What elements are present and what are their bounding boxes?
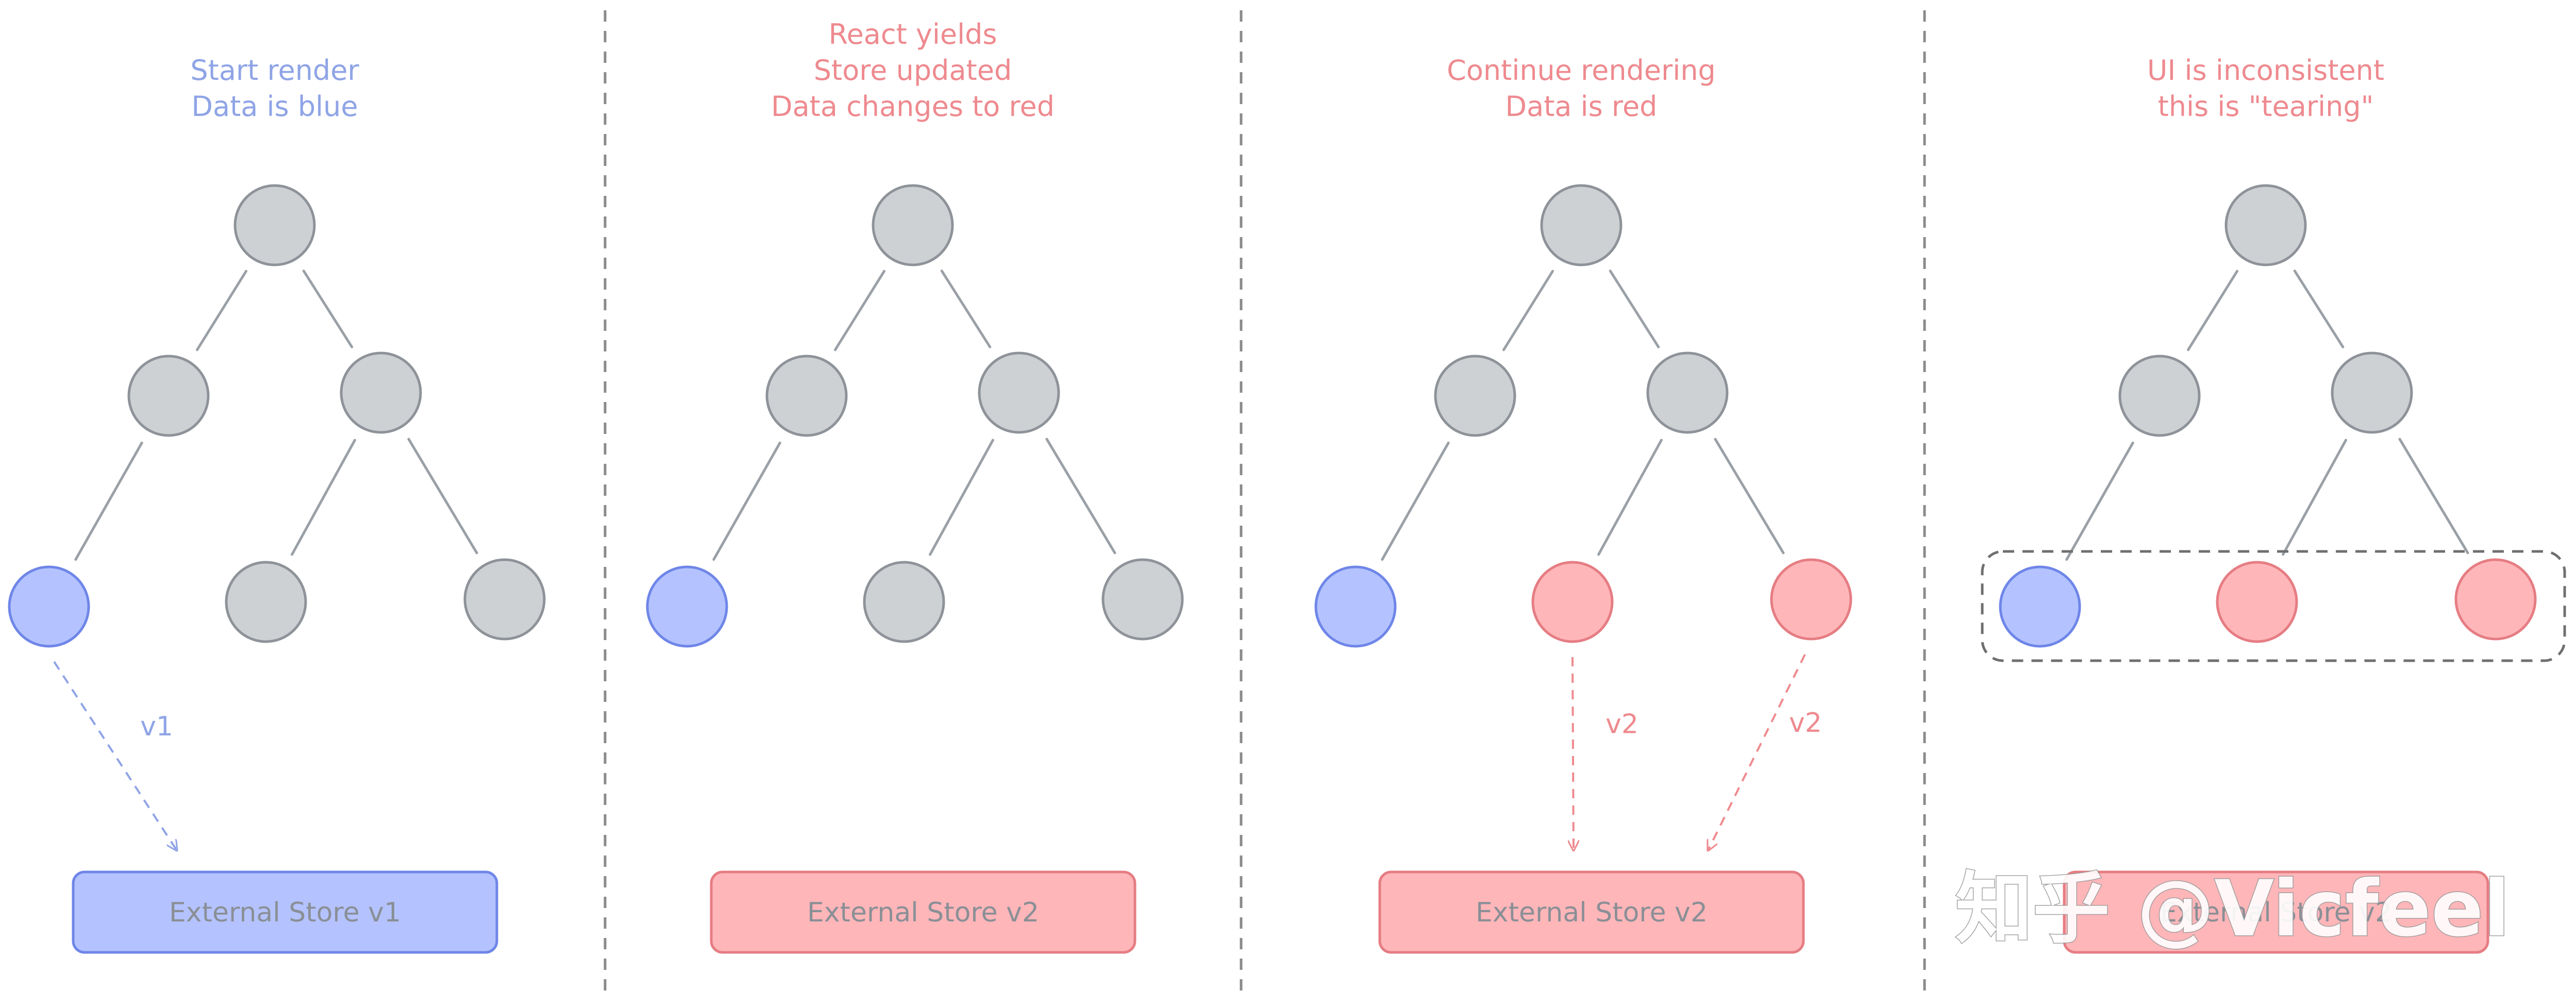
external-store-box	[710, 870, 1136, 954]
tree-edge	[2186, 270, 2239, 351]
panel-caption-line: Data changes to red	[771, 90, 1055, 123]
tree-node-leaf-gray	[225, 561, 307, 643]
external-store-box	[1378, 870, 1805, 954]
panel-caption-line: Data is blue	[191, 90, 358, 123]
external-store-label: External Store v2	[807, 897, 1039, 928]
tree-node-middle	[2331, 351, 2413, 434]
tree-node-middle	[1434, 355, 1516, 437]
tree-node-root	[872, 184, 954, 266]
panel-dividers	[604, 10, 1926, 1000]
tree-node-leaf-gray	[463, 558, 546, 641]
panel-caption-line: Start render	[190, 54, 359, 87]
tree-edge	[940, 270, 992, 348]
tree-edge	[929, 439, 994, 556]
external-store-box	[2063, 870, 2489, 954]
tree-node-leaf-gray	[1101, 558, 1184, 641]
store-read-arrow	[1708, 654, 1806, 850]
tree-node-leaf-gray	[863, 561, 945, 643]
tree-edge	[74, 441, 143, 561]
inconsistent-group-box	[1981, 550, 2566, 662]
panel-caption-line: Data is red	[1506, 90, 1658, 123]
external-store-label: External Store v2	[2160, 897, 2392, 928]
panel-caption-line: Store updated	[814, 54, 1012, 87]
arrow-version-label: v2	[1605, 709, 1638, 740]
panel-caption-line: this is "tearing"	[2158, 90, 2374, 123]
tree-edge	[407, 438, 478, 555]
tree-edge	[1597, 439, 1663, 556]
tree-node-leaf-red	[2216, 561, 2298, 643]
tree-edge	[1381, 441, 1450, 561]
tree-node-leaf-blue	[1314, 565, 1397, 648]
tree-node-root	[1540, 184, 1622, 266]
tree-node-root	[233, 184, 316, 266]
store-read-arrow	[1573, 657, 1574, 850]
tree-node-middle	[765, 355, 848, 437]
panel-caption-line: UI is inconsistent	[2147, 54, 2384, 87]
panel-caption-line: React yields	[828, 18, 997, 51]
tree-node-root	[2224, 184, 2307, 266]
tree-node-leaf-red	[1531, 561, 1614, 643]
tree-edge	[833, 270, 886, 351]
tree-node-middle	[2118, 355, 2201, 437]
tree-edge	[291, 439, 356, 556]
tree-node-leaf-blue	[1999, 565, 2081, 648]
arrow-version-label: v2	[1789, 708, 1822, 739]
tree-edge	[2282, 439, 2347, 556]
external-store-label: External Store v2	[1476, 897, 1708, 928]
tree-edge	[302, 270, 354, 348]
tree-node-leaf-red	[2454, 558, 2537, 641]
tree-node-leaf-blue	[646, 565, 728, 648]
tree-edge	[712, 441, 781, 561]
tree-edge	[2293, 270, 2345, 348]
tree-edge	[195, 270, 248, 351]
store-read-arrow	[53, 661, 177, 850]
external-store-label: External Store v1	[169, 897, 401, 928]
tree-node-leaf-red	[1770, 558, 1852, 641]
tree-node-middle	[127, 355, 210, 437]
tree-edge	[2065, 441, 2134, 561]
tree-edge	[1714, 438, 1785, 555]
tree-node-middle	[1646, 351, 1729, 434]
watermark-text: 知乎 @Vicfeel	[1955, 864, 2510, 954]
tree-edge	[1045, 438, 1116, 555]
tree-edge	[1609, 270, 1660, 348]
tree-edge	[2398, 438, 2469, 555]
tree-edge	[1502, 270, 1554, 351]
tree-node-middle	[978, 351, 1060, 434]
external-store-box	[72, 870, 498, 954]
tree-node-leaf-blue	[8, 565, 90, 648]
panel-caption-line: Continue rendering	[1447, 54, 1716, 87]
tree-node-middle	[340, 351, 422, 434]
arrow-version-label: v1	[140, 711, 173, 742]
